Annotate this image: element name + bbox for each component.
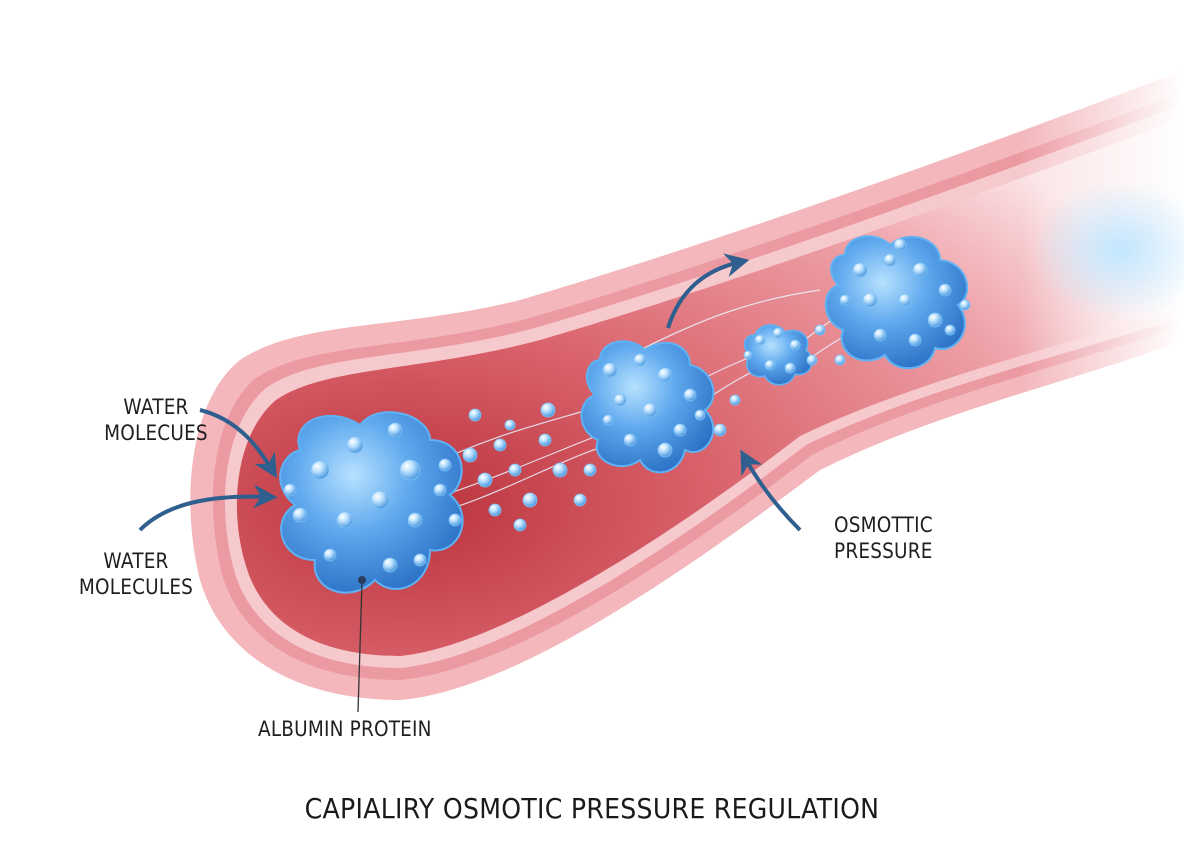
water-molecule-bead: [292, 507, 308, 523]
water-molecule-bead: [657, 442, 673, 458]
water-molecule-bead: [883, 253, 897, 267]
water-molecule-bead: [694, 409, 706, 421]
label-water-top-line1: WATER: [123, 395, 189, 419]
water-molecule-bead: [743, 350, 753, 360]
water-molecule-bead: [468, 408, 482, 422]
water-molecule-bead: [387, 422, 403, 438]
water-molecule-bead: [898, 293, 912, 307]
water-molecule-bead: [602, 362, 618, 378]
water-molecule-bead: [713, 423, 727, 437]
water-molecule-bead: [573, 493, 587, 507]
water-molecule-bead: [789, 339, 801, 351]
water-molecule-bead: [462, 447, 478, 463]
water-molecule-bead: [382, 557, 398, 573]
blue-glow-right: [1030, 180, 1184, 320]
water-molecule-bead: [310, 460, 330, 480]
water-molecule-bead: [852, 262, 868, 278]
albumin-pointer-dot: [358, 576, 366, 584]
water-molecule-bead: [513, 518, 527, 532]
water-molecule-bead: [522, 492, 538, 508]
label-osmotic-line2: PRESSURE: [834, 539, 933, 563]
water-molecule-bead: [944, 324, 956, 336]
label-water-bottom-line1: WATER: [103, 549, 169, 573]
water-molecule-bead: [873, 328, 887, 342]
arrow-osmotic-pressure: [740, 449, 802, 532]
water-molecule-bead: [336, 511, 354, 529]
albumin-pointer-line: [357, 581, 363, 713]
water-molecule-bead: [912, 262, 928, 278]
water-molecule-bead: [657, 367, 673, 383]
water-molecule-bead: [493, 438, 507, 452]
water-molecule-bead: [540, 402, 556, 418]
water-molecule-bead: [806, 354, 818, 366]
water-molecule-bead: [413, 553, 427, 567]
water-molecule-beads: [283, 238, 971, 573]
water-molecule-bead: [839, 294, 851, 306]
label-albumin-protein: ALBUMIN PROTEIN: [258, 717, 432, 741]
water-molecule-bead: [764, 359, 776, 371]
water-molecule-bead: [438, 458, 452, 472]
water-molecule-bead: [784, 362, 796, 374]
label-water-molecules-bottom: WATER MOLECULES: [74, 548, 197, 600]
label-water-top-line2: MOLECUES: [104, 421, 208, 445]
water-molecule-bead: [908, 333, 922, 347]
arrow-water-top: [199, 408, 277, 479]
water-molecule-bead: [862, 292, 878, 308]
water-molecule-bead: [477, 472, 493, 488]
water-molecule-bead: [754, 334, 766, 346]
water-molecule-bead: [538, 433, 552, 447]
water-molecule-bead: [504, 419, 516, 431]
water-molecule-bead: [323, 548, 337, 562]
label-water-molecules-top: WATER MOLECUES: [103, 394, 209, 446]
label-osmotic-line1: OSMOTTIC: [834, 513, 933, 537]
water-molecule-bead: [602, 414, 614, 426]
water-molecule-bead: [927, 312, 943, 328]
water-molecule-bead: [834, 354, 846, 366]
label-osmotic-pressure: OSMOTTIC PRESSURE: [834, 512, 957, 564]
diagram-title: CAPIALIRY OSMOTIC PRESSURE REGULATION: [304, 792, 880, 825]
water-molecule-bead: [893, 238, 907, 252]
water-molecule-bead: [370, 490, 390, 510]
water-molecule-bead: [488, 503, 502, 517]
water-molecule-bead: [283, 483, 297, 497]
water-molecule-bead: [399, 459, 421, 481]
water-molecule-bead: [959, 299, 971, 311]
water-molecule-bead: [623, 433, 637, 447]
water-molecule-bead: [938, 283, 952, 297]
water-molecule-bead: [508, 463, 522, 477]
water-molecule-bead: [407, 512, 423, 528]
arrow-water-bottom: [138, 484, 278, 532]
label-water-bottom-line2: MOLECULES: [78, 575, 194, 599]
water-molecule-bead: [673, 423, 687, 437]
water-molecule-bead: [552, 462, 568, 478]
water-molecule-bead: [346, 436, 364, 454]
water-molecule-bead: [772, 327, 784, 339]
water-molecule-bead: [683, 388, 697, 402]
water-molecule-bead: [814, 324, 826, 336]
water-molecule-bead: [613, 393, 627, 407]
water-molecule-bead: [583, 463, 597, 477]
water-molecule-bead: [633, 353, 647, 367]
water-molecule-bead: [729, 394, 741, 406]
water-molecule-bead: [642, 402, 658, 418]
water-molecule-bead: [433, 483, 447, 497]
water-molecule-bead: [448, 513, 462, 527]
arrow-water-outflow: [666, 253, 750, 329]
